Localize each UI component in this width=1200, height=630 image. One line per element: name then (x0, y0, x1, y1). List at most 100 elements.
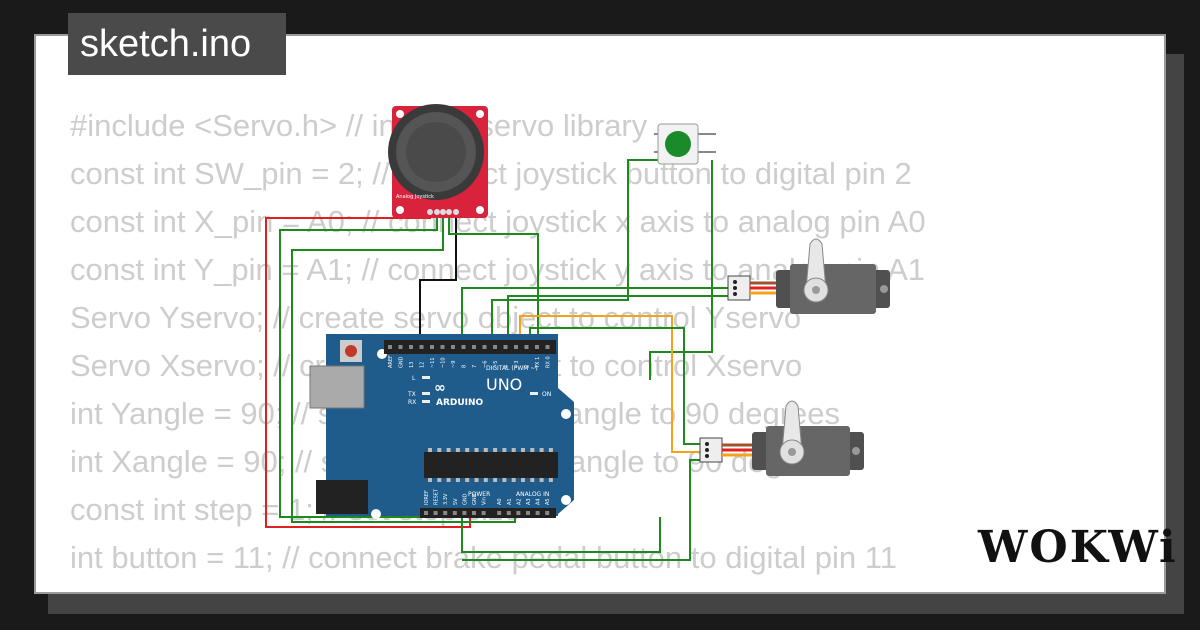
pin-label: AREF (388, 355, 394, 368)
wokwi-logo: WOKWi (978, 522, 1178, 573)
pin (434, 209, 440, 215)
connector-pin (705, 454, 709, 458)
servo-horn[interactable] (805, 238, 827, 291)
mcu-chip-legs (428, 448, 553, 482)
chip-leg (511, 478, 516, 482)
servo-1[interactable] (727, 238, 890, 314)
mount-hole (880, 285, 888, 293)
bottom-header-pins (424, 511, 550, 515)
analog-header-label: ANALOG IN (516, 491, 549, 498)
pin-label: ~3 (514, 361, 520, 368)
header-pin (514, 345, 518, 349)
code-line: Servo Yservo; // create servo object to … (70, 300, 802, 335)
led-label-rx: RX (408, 399, 416, 406)
digital-header-pins (388, 345, 550, 349)
servo-body (790, 264, 876, 314)
pin-label: A3 (526, 498, 532, 505)
led-on (530, 392, 538, 395)
bottom-header (420, 508, 556, 518)
chip-leg (493, 478, 498, 482)
chip-leg (474, 448, 479, 452)
wire-green-servo2-gnd (462, 459, 700, 561)
header-pin (398, 345, 403, 349)
servo-screw (788, 448, 796, 456)
joystick-module[interactable]: Analog Joystick (388, 104, 488, 218)
header-pin (461, 345, 466, 349)
pin-label: GND (399, 356, 405, 368)
digital-header-label: DIGITAL (PWM ~) (486, 365, 538, 372)
header-pin (545, 511, 550, 515)
button-cap[interactable] (665, 131, 691, 157)
header-pin (462, 511, 467, 515)
header-pin (472, 345, 476, 349)
usb-port (309, 365, 365, 409)
chip-leg (493, 448, 498, 452)
servo-body (766, 426, 850, 476)
header-pin (451, 345, 455, 349)
pin-label: 3.3V (443, 493, 449, 505)
power-jack (316, 480, 368, 514)
header-pin (409, 345, 413, 349)
header-pin (433, 511, 438, 515)
servo-2[interactable] (699, 400, 864, 476)
pin-label: ~10 (441, 357, 447, 368)
wire-green-servo1-signal (507, 295, 728, 342)
pin-label: ~5 (493, 361, 499, 368)
chip-leg (511, 448, 516, 452)
pin-label: 8 (462, 365, 468, 368)
pin-label: A2 (516, 498, 522, 505)
chip-leg (428, 448, 432, 452)
led-tx (422, 392, 430, 395)
file-tab[interactable]: sketch.ino (68, 13, 286, 75)
chip-leg (455, 478, 460, 482)
chip-leg (530, 448, 535, 452)
pin-label: A5 (545, 498, 551, 505)
connector-pin (705, 442, 709, 446)
pin-label: 13 (409, 362, 415, 368)
wire-orange-servo2 (519, 315, 700, 453)
header-pin (419, 345, 424, 349)
servo-horn[interactable] (781, 400, 803, 453)
reset-button[interactable] (345, 345, 357, 357)
chip-leg (521, 448, 525, 452)
pin (440, 209, 446, 215)
wire-green-joy-y (291, 212, 516, 523)
pin-label: 12 (420, 362, 426, 368)
header-pin (430, 345, 434, 349)
chip-leg (548, 448, 553, 452)
servo-screw (812, 286, 820, 294)
servo-connector (699, 437, 723, 463)
led-label-on: ON (542, 391, 551, 398)
pin-label: A0 (497, 498, 503, 505)
pin-label: 4 (504, 365, 510, 368)
board-model: UNO (486, 375, 522, 394)
power-header-label: POWER (468, 491, 490, 498)
wire-green-servo2-signal (529, 327, 700, 445)
header-pin (545, 345, 550, 349)
header-pin (535, 511, 540, 515)
digital-header (384, 340, 556, 354)
header-pin (497, 511, 502, 515)
joystick-label: Analog Joystick (396, 194, 434, 200)
chip-leg (474, 478, 479, 482)
chip-leg (428, 478, 432, 482)
pin-label: RESET (434, 488, 440, 505)
joystick-pins (427, 209, 459, 215)
code-line: int button = 11; // connect brake pedal … (70, 540, 897, 575)
mount-hole (476, 206, 484, 214)
mcu-chip (424, 452, 558, 478)
mount-hole (561, 409, 571, 419)
led-label-l: L (412, 375, 416, 382)
chip-leg (455, 448, 460, 452)
push-button[interactable] (654, 123, 716, 165)
header-pin (481, 511, 486, 515)
infinity-logo: ∞ (434, 380, 446, 396)
chip-leg (521, 478, 525, 482)
mount-hole (852, 447, 860, 455)
pin-label: TX 1 (535, 357, 541, 369)
header-pin (524, 345, 529, 349)
connector-pin (733, 280, 737, 284)
